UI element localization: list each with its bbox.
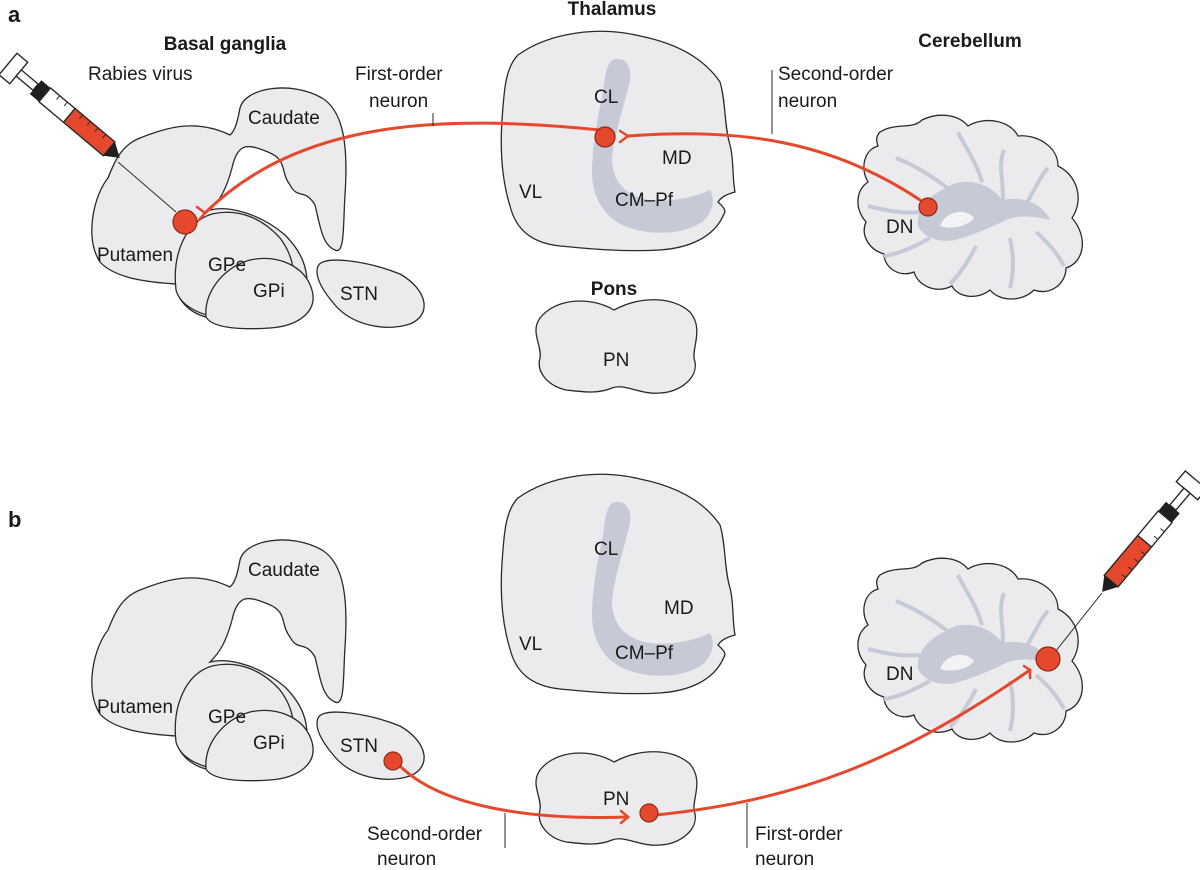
label-rabies-virus: Rabies virus xyxy=(88,64,193,85)
first-order-terminal xyxy=(195,205,207,222)
injection-needle-line-b xyxy=(1054,592,1103,653)
heading-thalamus: Thalamus xyxy=(568,0,657,20)
label-gpi: GPi xyxy=(253,281,285,302)
heading-basal-ganglia: Basal ganglia xyxy=(164,34,287,55)
label-cmpf: CM–Pf xyxy=(615,190,674,211)
label-putamen: Putamen xyxy=(97,245,173,266)
label-dn: DN xyxy=(886,217,913,238)
label-b-second-order-2: neuron xyxy=(377,849,436,870)
label-putamen-b: Putamen xyxy=(97,697,173,718)
infected-putamen-neuron xyxy=(172,209,198,235)
first-order-axon xyxy=(203,121,602,215)
pontine-neuron xyxy=(639,803,659,823)
label-caudate: Caudate xyxy=(248,108,320,129)
label-vl-b: VL xyxy=(519,634,542,655)
label-stn: STN xyxy=(340,284,378,305)
second-order-axon xyxy=(626,132,922,202)
label-md-b: MD xyxy=(664,598,694,619)
injection-needle-line xyxy=(117,161,177,213)
label-b-second-order-1: Second-order xyxy=(367,824,483,845)
stn-neuron xyxy=(383,751,403,771)
label-a-first-order-2: neuron xyxy=(369,91,428,112)
label-pn-b: PN xyxy=(603,789,629,810)
second-order-axon-b xyxy=(394,760,630,819)
first-order-terminal-b xyxy=(1022,664,1032,680)
second-order-terminal-b xyxy=(619,809,630,825)
label-a-second-order-1: Second-order xyxy=(778,64,894,85)
label-cl-b: CL xyxy=(594,539,618,560)
dentate-neuron xyxy=(918,197,938,217)
first-order-axon-b xyxy=(654,668,1032,817)
label-vl: VL xyxy=(519,182,542,203)
cerebellum-drawing xyxy=(855,113,1085,301)
label-gpe-b: GPe xyxy=(208,707,246,728)
panel-a-label: a xyxy=(8,2,21,27)
panel-b: b Caudate Putamen GPe GPi STN CL MD VL C… xyxy=(8,470,1200,870)
label-a-second-order-2: neuron xyxy=(778,91,837,112)
panel-a: a Basal ganglia Thalamus Cerebellum Pons… xyxy=(0,0,1085,394)
label-md: MD xyxy=(662,148,692,169)
label-cmpf-b: CM–Pf xyxy=(615,643,674,664)
label-b-first-order-1: First-order xyxy=(755,824,843,845)
label-pn: PN xyxy=(603,350,629,371)
thalamic-cl-neuron xyxy=(594,126,616,148)
thalamus-drawing xyxy=(500,30,736,252)
label-gpe: GPe xyxy=(208,255,246,276)
pons-drawing xyxy=(535,299,698,394)
heading-cerebellum: Cerebellum xyxy=(918,31,1021,52)
label-dn-b: DN xyxy=(886,664,913,685)
label-b-first-order-2: neuron xyxy=(755,849,814,870)
label-stn-b: STN xyxy=(340,736,378,757)
label-cl: CL xyxy=(594,87,618,108)
label-caudate-b: Caudate xyxy=(248,560,320,581)
label-a-first-order-1: First-order xyxy=(355,64,443,85)
infected-dentate-neuron xyxy=(1035,646,1061,672)
heading-pons: Pons xyxy=(591,279,637,300)
panel-b-label: b xyxy=(8,507,21,532)
syringe-icon-b xyxy=(1090,470,1200,602)
second-order-terminal xyxy=(618,129,631,144)
label-gpi-b: GPi xyxy=(253,733,285,754)
